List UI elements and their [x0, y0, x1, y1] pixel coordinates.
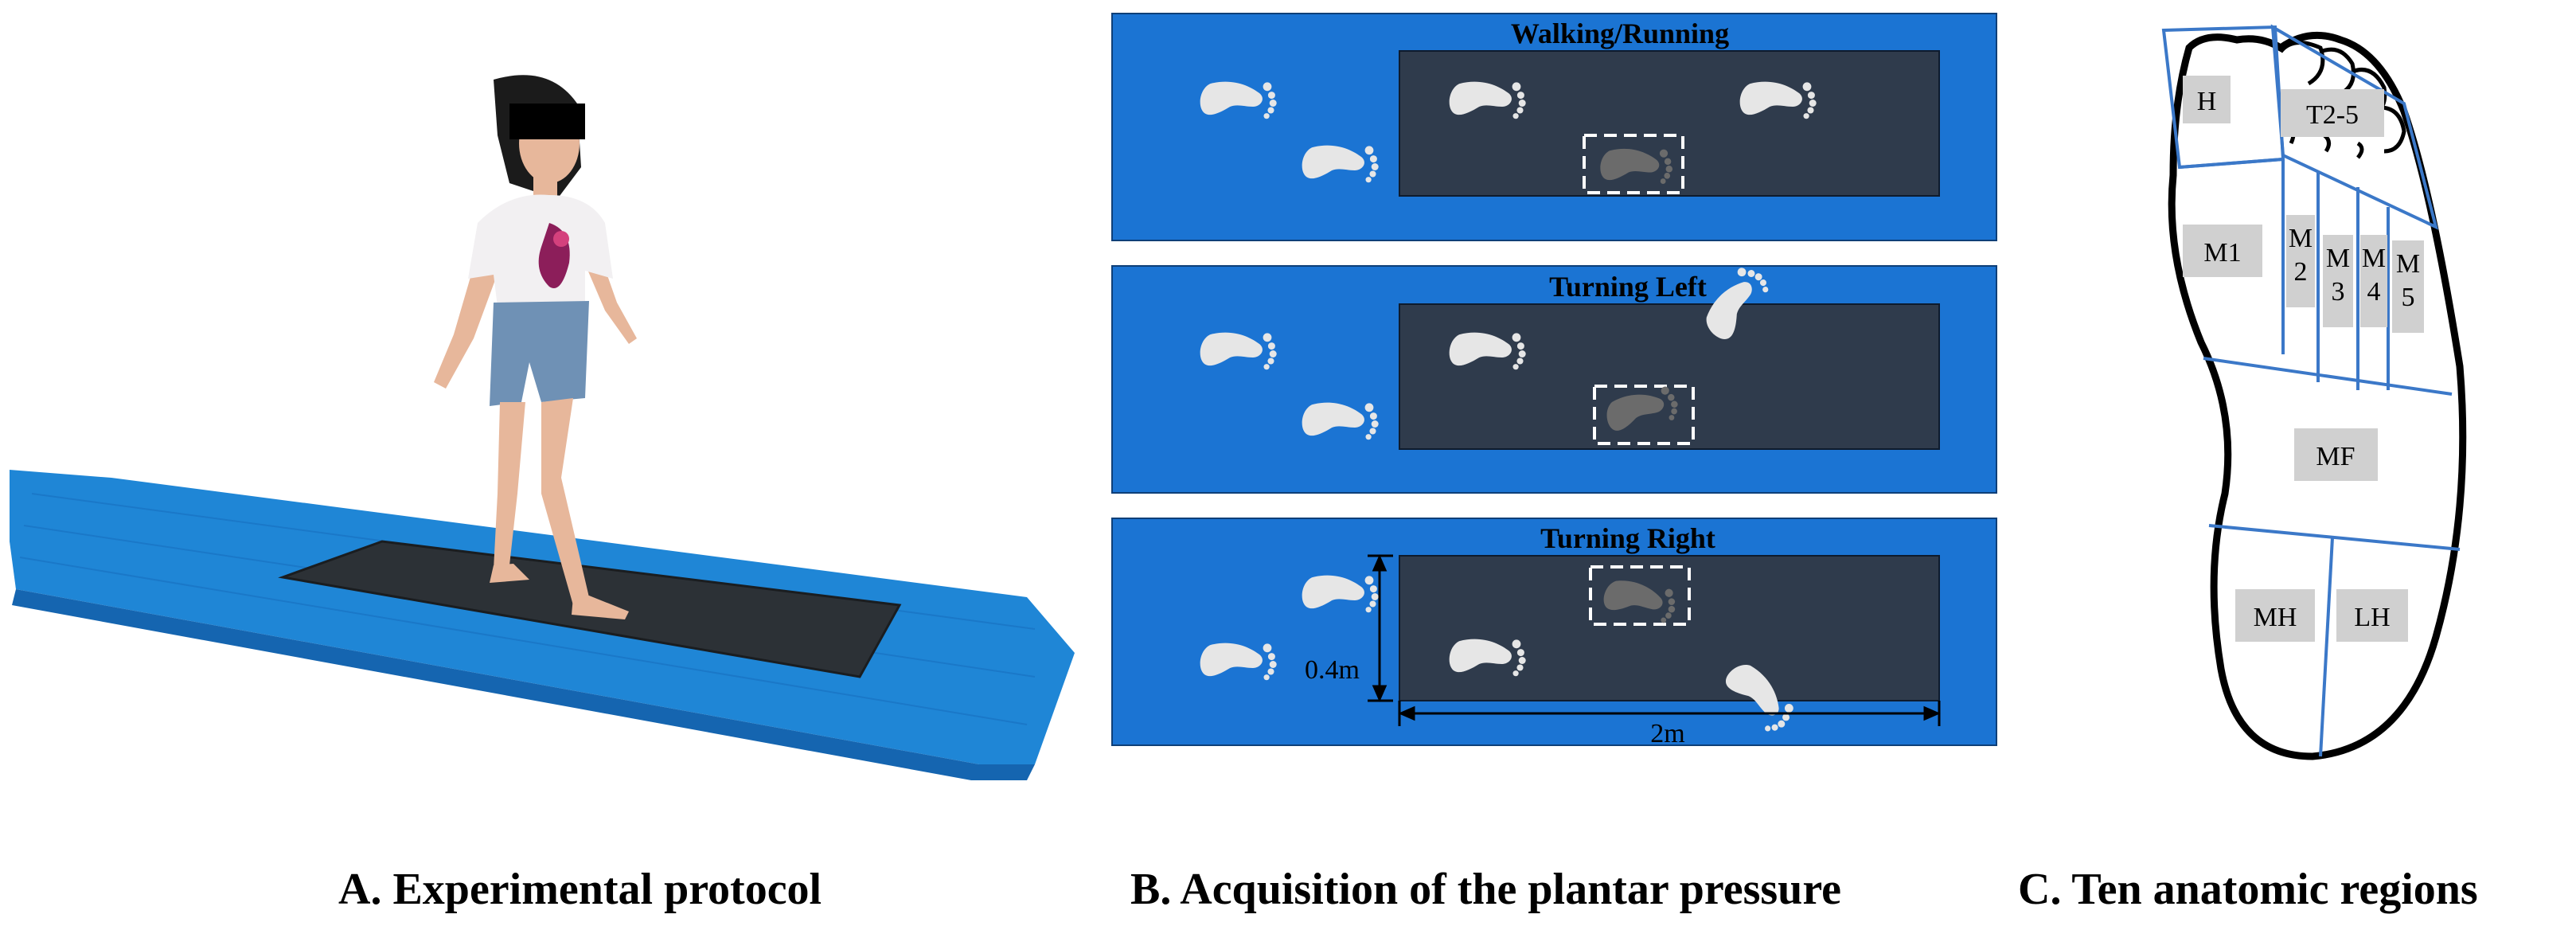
- scenario-title: Turning Left: [1549, 271, 1707, 303]
- measurement-highlight: [1589, 565, 1691, 626]
- height-dimension: [1368, 554, 1393, 702]
- foot-outline: [2168, 31, 2467, 760]
- region-label-t2-5: T2-5: [2306, 100, 2359, 130]
- length-dimension: [1398, 701, 1941, 726]
- region-label-m1: M1: [2203, 238, 2241, 268]
- scenario-title: Walking/Running: [1511, 18, 1729, 49]
- scenario-turning-left: Turning Left: [1111, 261, 1997, 494]
- plantar-pressure-acquisition-diagram: Walking/Running Turning Left Turning Rig…: [1111, 13, 1997, 748]
- caption-c: C. Ten anatomic regions: [2018, 865, 2478, 914]
- scenario-title: Turning Right: [1540, 522, 1715, 554]
- walking-person: [434, 75, 637, 619]
- region-label-mh: MH: [2254, 603, 2297, 632]
- scenario-turning-right: Turning Right 0.4m 2m: [1111, 518, 1997, 748]
- region-label-h: H: [2197, 87, 2217, 116]
- region-label-lh: LH: [2354, 603, 2390, 632]
- region-label-mf: MF: [2316, 442, 2355, 471]
- region-dividers: [2161, 24, 2461, 757]
- measurement-highlight: [1583, 134, 1684, 194]
- scenario-walking-running: Walking/Running: [1111, 13, 1997, 241]
- caption-b: B. Acquisition of the plantar pressure: [1130, 865, 1842, 914]
- caption-a: A. Experimental protocol: [338, 865, 822, 914]
- experimental-protocol-illustration: [10, 75, 1075, 780]
- face-censor-bar: [509, 104, 585, 139]
- height-label: 0.4m: [1305, 655, 1360, 685]
- measurement-highlight: [1593, 385, 1695, 445]
- pressure-pad: [1399, 555, 1940, 701]
- foam-mat-edge: [12, 589, 1035, 780]
- length-label: 2m: [1650, 719, 1684, 748]
- pressure-pad: [1399, 303, 1940, 450]
